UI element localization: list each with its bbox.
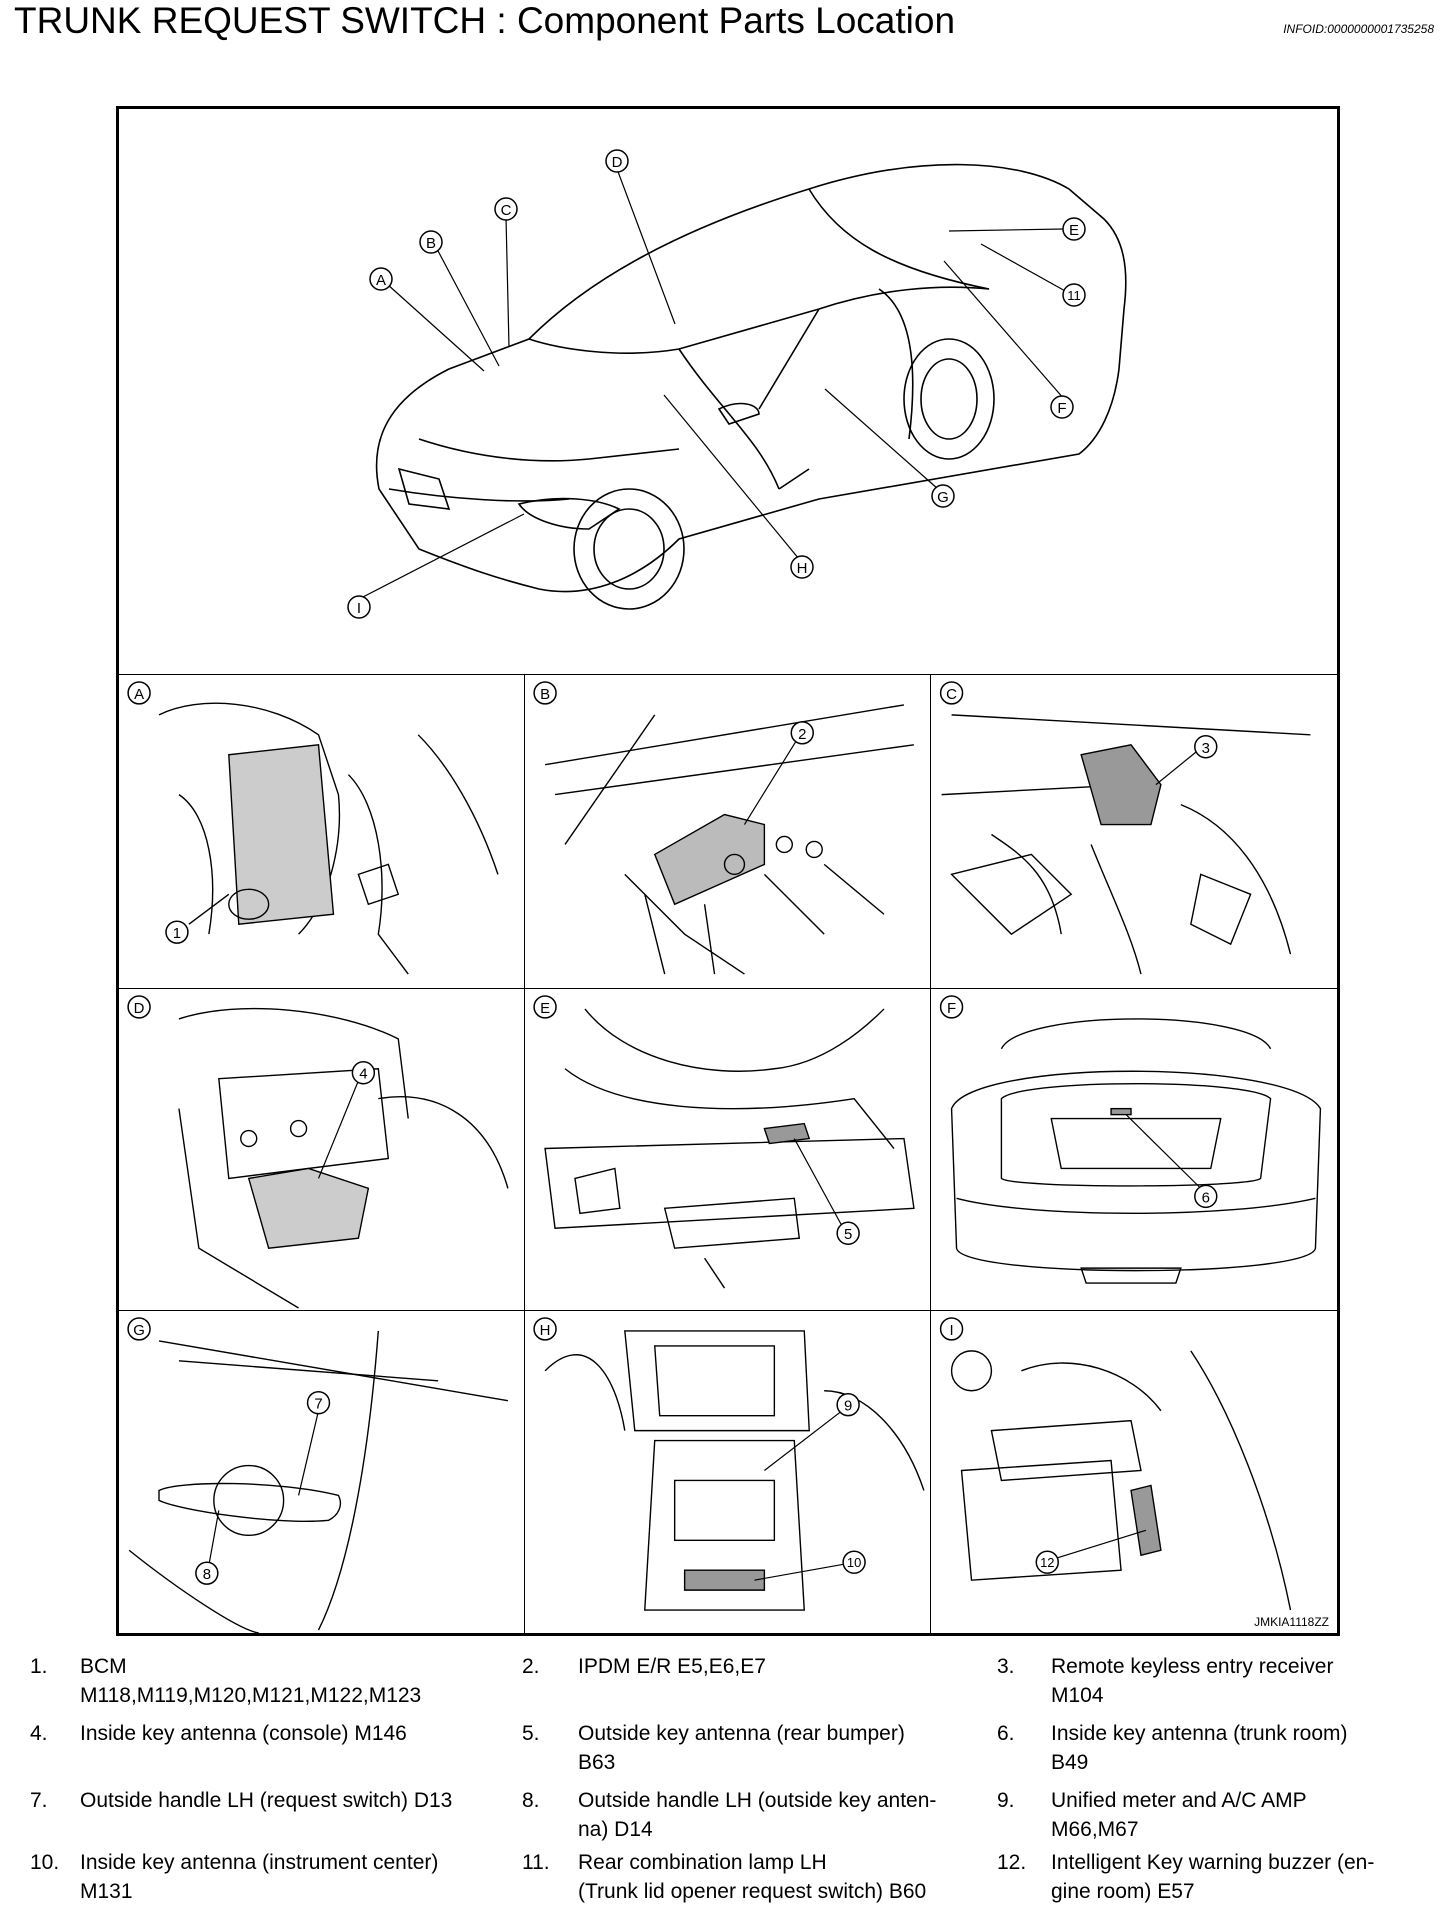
panel-G-drawing: G 7 8 [127,1317,509,1633]
callout-C: C [494,197,518,221]
svg-text:E: E [1069,222,1079,239]
panel-E-drawing: E 5 [533,995,915,1289]
panel-F: F 6 [931,988,1337,1310]
diagram-frame: A B C D E F G H I 11 [116,106,1340,1636]
page-title: TRUNK REQUEST SWITCH : Component Parts L… [14,0,956,41]
panel-D-callout: 4 [359,1066,367,1083]
panel-H-label: H [540,1322,551,1339]
svg-text:D: D [612,154,623,171]
panel-E: E 5 [525,988,931,1310]
panel-G-callout-7: 7 [314,1396,322,1413]
panel-F-label: F [947,1000,956,1017]
car-overview-figure: A B C D E F G H I 11 [119,109,1337,674]
panel-C-drawing: C 3 [939,681,1311,975]
panel-C-callout: 3 [1202,740,1210,757]
svg-text:F: F [1057,400,1066,417]
panel-H-drawing: H 9 10 [533,1317,925,1611]
panel-F-drawing: F 6 [939,995,1322,1284]
callout-I: I [347,595,371,619]
svg-text:C: C [501,202,512,219]
figure-code: JMKIA1118ZZ [1254,1615,1329,1629]
svg-text:B: B [426,235,436,252]
svg-text:11: 11 [1067,288,1081,303]
panel-A-drawing: A 1 [127,681,499,975]
panel-D-label: D [134,1000,145,1017]
panel-H: H 9 10 [525,1310,931,1633]
callout-A: A [369,267,393,291]
car-drawing: A B C D E F G H I 11 [347,149,1127,619]
callout-E: E [1062,217,1086,241]
detail-grid: A 1 [119,674,1337,1633]
panel-B-drawing: B 2 [533,681,915,975]
panel-G: G 7 8 [119,1310,525,1633]
panel-I-label: I [949,1322,953,1339]
panel-B-label: B [540,686,550,703]
panel-E-label: E [540,1000,550,1017]
svg-text:G: G [937,489,949,506]
panel-A-callout: 1 [173,925,181,942]
callout-11: 11 [1062,283,1086,307]
panel-A: A 1 [119,674,525,988]
panel-A-label: A [134,686,144,703]
panel-C-label: C [946,686,957,703]
panel-B: B 2 [525,674,931,988]
panel-B-callout: 2 [798,726,806,743]
panel-H-callout-9: 9 [844,1398,852,1415]
callout-B: B [419,230,443,254]
panel-D-drawing: D 4 [127,995,509,1309]
panel-F-callout: 6 [1202,1189,1210,1206]
panel-I: I 12 [931,1310,1337,1633]
panel-I-drawing: I 12 [939,1317,1292,1611]
panel-H-callout-10: 10 [847,1555,861,1570]
panel-I-callout-12: 12 [1040,1555,1054,1570]
callout-F: F [1050,395,1074,419]
panel-D: D 4 [119,988,525,1310]
panel-C: C 3 [931,674,1337,988]
callout-G: G [931,484,955,508]
callout-H: H [790,555,814,579]
svg-text:H: H [797,560,808,577]
svg-text:A: A [376,272,386,289]
callout-D: D [605,149,629,173]
panel-G-label: G [133,1322,145,1339]
panel-E-callout: 5 [844,1226,852,1243]
info-id: INFOID:0000000001735258 [1283,22,1434,36]
panel-G-callout-8: 8 [203,1566,211,1583]
svg-text:I: I [357,600,361,617]
